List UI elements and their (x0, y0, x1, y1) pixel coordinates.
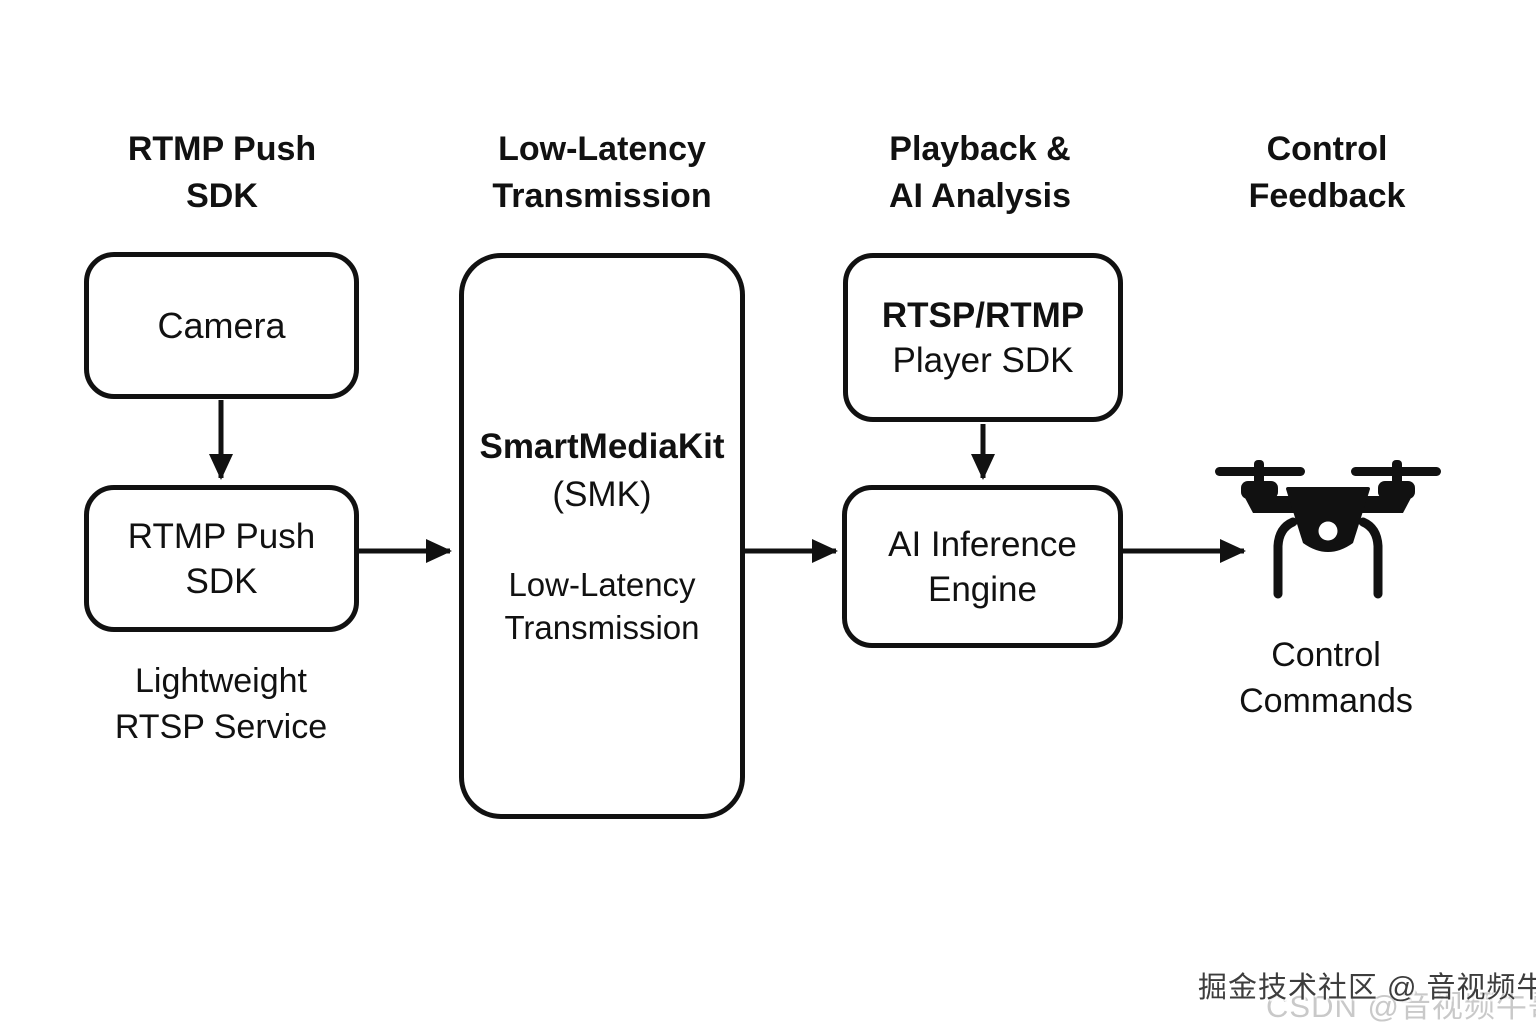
camera-node: Camera (84, 252, 359, 399)
lightweight-rtsp-service-caption: Lightweight RTSP Service (56, 658, 386, 750)
header-line: RTMP Push (127, 130, 317, 168)
header-line: Feedback (1248, 177, 1406, 215)
header-rtmp-push-sdk: RTMP Push SDK (57, 126, 387, 220)
header-line: AI Analysis (888, 177, 1072, 215)
header-playback-ai-analysis: Playback & AI Analysis (815, 126, 1145, 220)
caption-line: Commands (1239, 682, 1413, 720)
ai-inference-engine-node: AI Inference Engine (842, 485, 1123, 648)
caption-line: RTSP Service (114, 708, 328, 746)
drone-icon (1215, 460, 1441, 599)
header-control-feedback: Control Feedback (1162, 126, 1492, 220)
smartmediakit-desc-line: Transmission (504, 609, 700, 646)
watermark-juejin: 掘金技术社区 @ 音视频牛哥 (1198, 972, 1536, 1004)
player-sdk-label-line: Player SDK (892, 340, 1074, 380)
header-low-latency-transmission: Low-Latency Transmission (437, 126, 767, 220)
smartmediakit-abbr: (SMK) (552, 475, 652, 514)
caption-line: Lightweight (134, 662, 307, 700)
ai-engine-label-line: Engine (928, 569, 1037, 609)
header-line: Control (1266, 130, 1388, 168)
header-line: Low-Latency (498, 130, 706, 168)
control-commands-caption: Control Commands (1161, 632, 1491, 724)
rtmp-push-sdk-label-line: SDK (185, 561, 258, 601)
rtmp-push-sdk-label-line: RTMP Push (127, 516, 316, 556)
smartmediakit-node: SmartMediaKit (SMK) Low-Latency Transmis… (459, 253, 745, 819)
watermark-csdn: CSDN @音视频牛哥 (1266, 989, 1536, 1024)
camera-label: Camera (157, 305, 286, 346)
rtmp-push-sdk-node: RTMP Push SDK (84, 485, 359, 632)
ai-engine-label-line: AI Inference (888, 524, 1077, 564)
caption-line: Control (1271, 636, 1381, 674)
player-sdk-node: RTSP/RTMP Player SDK (843, 253, 1123, 422)
header-line: Playback & (889, 130, 1071, 168)
smartmediakit-title: SmartMediaKit (479, 427, 725, 466)
header-line: Transmission (492, 177, 712, 215)
player-sdk-label-line: RTSP/RTMP (881, 295, 1085, 335)
header-line: SDK (186, 177, 258, 215)
smartmediakit-desc-line: Low-Latency (508, 566, 696, 603)
